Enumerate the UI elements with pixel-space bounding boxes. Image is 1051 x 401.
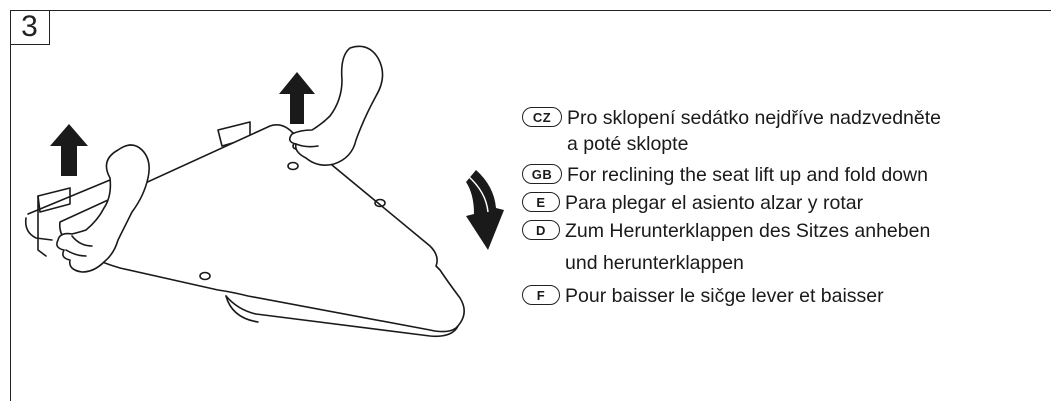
curved-arrow-down-icon (466, 170, 504, 250)
instruction-list: CZ Pro sklopení sedátko nejdříve nadzved… (522, 105, 1042, 309)
arrow-up-icon (50, 72, 315, 176)
instruction-text-gb: For reclining the seat lift up and fold … (567, 164, 928, 186)
step-number: 3 (10, 10, 50, 45)
instruction-e: E Para plegar el asiento alzar y rotar (522, 190, 1042, 216)
instruction-text-e: Para plegar el asiento alzar y rotar (565, 192, 864, 214)
instruction-d: D Zum Herunterklappen des Sitzes anheben… (522, 218, 1042, 279)
language-badge-f: F (522, 285, 560, 305)
seat-illustration (24, 45, 504, 338)
instruction-cz: CZ Pro sklopení sedátko nejdříve nadzved… (522, 105, 1042, 157)
frame-top-border (10, 10, 1051, 11)
language-badge-gb: GB (522, 164, 562, 184)
frame-left-border (10, 10, 11, 401)
instruction-text-d: Zum Herunterklappen des Sitzes anheben u… (565, 220, 931, 274)
instruction-f: F Pour baisser le sičge lever et baisser (522, 283, 1042, 309)
instruction-text-cz: Pro sklopení sedátko nejdříve nadzvednět… (567, 107, 941, 155)
language-badge-cz: CZ (522, 107, 562, 127)
language-badge-d: D (522, 220, 560, 240)
language-badge-e: E (522, 192, 560, 212)
instruction-text-f: Pour baisser le sičge lever et baisser (565, 285, 884, 307)
instruction-gb: GB For reclining the seat lift up and fo… (522, 162, 1042, 188)
